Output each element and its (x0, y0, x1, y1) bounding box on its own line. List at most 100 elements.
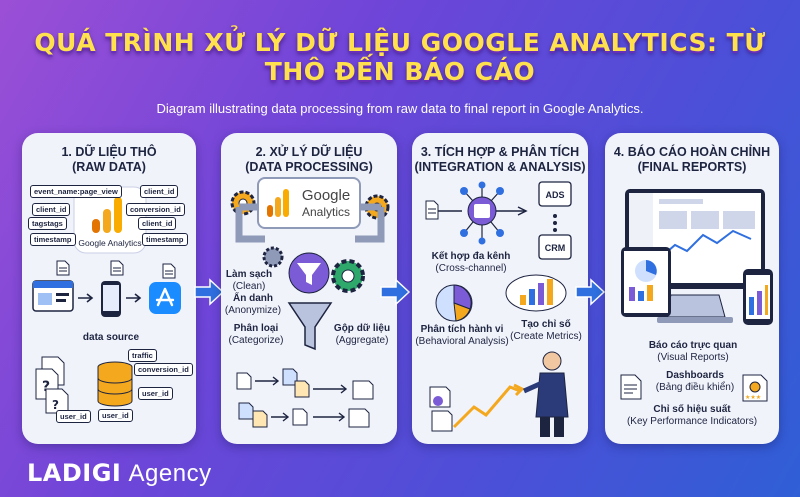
flow-arrow-icon (194, 278, 225, 306)
data-tag: event_name:page_view (30, 185, 122, 198)
panel-title-line2: (INTEGRATION & ANALYSIS) (414, 160, 586, 174)
gear-icon (331, 259, 365, 293)
item-label-en: (Behavioral Analysis) (415, 336, 509, 347)
ads-label: ADS (545, 190, 565, 200)
item-label: Chỉ số hiệu suất (653, 404, 731, 415)
panel-title: 3. TÍCH HỢP & PHÂN TÍCH (INTEGRATION & A… (412, 145, 588, 175)
panel-title-line2: (DATA PROCESSING) (245, 160, 373, 174)
svg-text:?: ? (42, 379, 50, 395)
step-anonymize: Ẩn danh (Anonymize) (221, 293, 285, 317)
item-kpi: Chỉ số hiệu suất (Key Performance Indica… (607, 404, 777, 428)
item-label: Phân tích hành vi (420, 324, 504, 335)
svg-text:★★★: ★★★ (745, 394, 761, 401)
panel-title-line1: 4. BÁO CÁO HOÀN CHỈNH (613, 145, 771, 159)
panel-title-line2: (RAW DATA) (72, 160, 146, 174)
panel-title-line2: (FINAL REPORTS) (637, 160, 747, 174)
ga-logo-box (257, 177, 361, 229)
arrow-right-icon (78, 293, 94, 303)
svg-text:?: ? (52, 398, 59, 412)
step-label-en: (Clean) (232, 281, 266, 292)
monitor-dashboard-icon (621, 189, 773, 325)
data-tag: client_id (32, 203, 71, 216)
data-tag: timestamp (142, 233, 188, 246)
brand-name: LADIGI (27, 459, 122, 487)
ga-word-analytics: Analytics (301, 205, 351, 219)
panel-title: 1. DỮ LIỆU THÔ (RAW DATA) (22, 145, 196, 175)
brand-suffix: Agency (128, 460, 212, 487)
pie-chart-icon (435, 284, 473, 322)
data-tag: tagstags (28, 217, 67, 230)
data-tag: user_id (56, 410, 91, 423)
document-report-icon (620, 374, 642, 400)
item-label-en: (Key Performance Indicators) (626, 416, 758, 427)
data-tag: conversion_id (134, 363, 193, 376)
document-icon (162, 263, 176, 279)
panel-title: 4. BÁO CÁO HOÀN CHỈNH (FINAL REPORTS) (605, 145, 779, 175)
step-label: Phân loại (233, 323, 279, 334)
step-clean: Làm sạch (Clean) (221, 269, 277, 293)
step-label-en: (Anonymize) (224, 305, 282, 316)
data-tag: traffic (128, 349, 157, 362)
bar-chart-bubble-icon (505, 274, 567, 312)
panel-raw-data: 1. DỮ LIỆU THÔ (RAW DATA) Google Analyti… (22, 133, 196, 444)
panel-title-line1: 3. TÍCH HỢP & PHÂN TÍCH (420, 145, 580, 159)
data-tag: conversion_id (126, 203, 185, 216)
browser-icon (32, 280, 74, 312)
network-hub-icon (425, 181, 528, 245)
documents-stack-icon: ? ? (35, 356, 69, 414)
item-create-metrics: Tạo chỉ số (Create Metrics) (504, 319, 588, 343)
data-tag: user_id (98, 409, 133, 422)
flow-arrow-icon (575, 278, 606, 306)
panel-title: 2. XỬ LÝ DỮ LIỆU (DATA PROCESSING) (221, 145, 397, 175)
pipe-icon (235, 203, 385, 243)
panel-title-line1: 1. DỮ LIỆU THÔ (61, 145, 157, 159)
ga-word-google: Google (301, 187, 351, 204)
app-store-icon (149, 282, 181, 314)
funnel-large-icon (287, 302, 333, 351)
item-label: Kết hợp đa kênh (431, 251, 511, 262)
panel-integration-analysis: 3. TÍCH HỢP & PHÂN TÍCH (INTEGRATION & A… (412, 133, 588, 444)
flow-arrow-icon (380, 278, 411, 306)
document-icon (56, 260, 70, 276)
data-tag: user_id (138, 387, 173, 400)
item-cross-channel: Kết hợp đa kênh (Cross-channel) (426, 251, 516, 275)
item-label: Dashboards (666, 370, 724, 381)
step-label: Làm sạch (225, 269, 273, 280)
ga-label: Google Analytics (78, 238, 142, 248)
database-icon (97, 361, 133, 407)
data-tag: timestamp (30, 233, 76, 246)
brand-logo: LADIGI Agency (27, 459, 212, 488)
data-tag: client_id (138, 217, 177, 230)
item-behavioral-analysis: Phân tích hành vi (Behavioral Analysis) (414, 324, 510, 348)
phone-icon (101, 281, 121, 317)
panel-data-processing: 2. XỬ LÝ DỮ LIỆU (DATA PROCESSING) Googl… (221, 133, 397, 444)
ellipsis-icon (553, 214, 557, 232)
gear-icon (262, 246, 284, 268)
data-tag: client_id (140, 185, 179, 198)
step-label-en: (Aggregate) (335, 335, 389, 346)
item-label: Tạo chỉ số (521, 319, 571, 330)
step-aggregate: Gộp dữ liệu (Aggregate) (331, 323, 393, 347)
panel-title-line1: 2. XỬ LÝ DỮ LIỆU (255, 145, 363, 159)
document-icon (110, 260, 124, 276)
item-label-en: (Visual Reports) (657, 352, 729, 363)
funnel-icon (288, 252, 330, 294)
sorted-documents-icon (236, 368, 374, 428)
item-label-en: (Create Metrics) (510, 331, 582, 342)
page-subtitle: Diagram illustrating data processing fro… (156, 101, 644, 116)
item-visual-reports: Báo cáo trực quan (Visual Reports) (631, 340, 755, 364)
item-label-en: (Bảng điều khiển) (655, 382, 735, 393)
analyst-chart-icon (429, 351, 569, 437)
crm-box-icon (538, 234, 572, 260)
item-label-en: (Cross-channel) (435, 263, 507, 274)
data-source-label: data source (82, 332, 140, 343)
arrow-right-icon (126, 293, 142, 303)
star-rating-icon: ★★★ (742, 374, 768, 402)
step-categorize: Phân loại (Categorize) (221, 323, 291, 347)
crm-label: CRM (544, 243, 566, 253)
step-label: Ẩn danh (233, 293, 273, 304)
panel-final-reports: 4. BÁO CÁO HOÀN CHỈNH (FINAL REPORTS) Bá… (605, 133, 779, 444)
step-label-en: (Categorize) (228, 335, 284, 346)
ads-box-icon (538, 181, 572, 207)
step-label: Gộp dữ liệu (333, 323, 391, 334)
